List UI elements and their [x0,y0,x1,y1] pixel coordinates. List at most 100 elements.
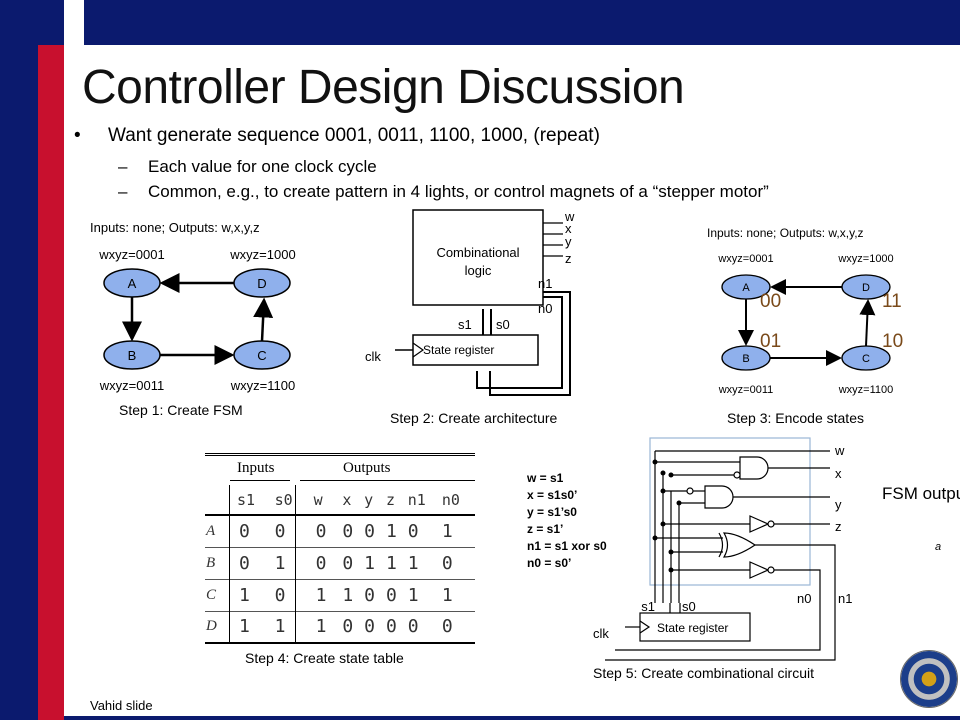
arch-clk-label: clk [365,349,381,364]
left-banner [0,45,38,720]
table-inputs-header: Inputs [237,460,275,476]
circ-out-x: x [835,466,842,481]
step1-caption: Step 1: Create FSM [119,402,243,418]
code-D: 11 [882,291,902,312]
circ-n1-label: n1 [838,591,852,606]
arch-s0-label: s0 [496,317,510,332]
small-mark: a [935,541,942,553]
col-x: x [342,490,352,509]
col-z: z [385,490,395,509]
sub-dash-2: – [118,182,128,201]
step1-io-header: Inputs: none; Outputs: w,x,y,z [90,220,260,235]
arch-n1-label: n1 [538,276,552,291]
output-C: wxyz=1100 [230,378,295,393]
bullet-main: Want generate sequence 0001, 0011, 1100,… [108,125,600,146]
comb-logic-line1: Combinational [436,245,519,260]
comb-logic-panel [649,437,811,586]
equation-y: y = s1’s0 [527,505,577,519]
col-y: y [364,490,374,509]
code-C: 10 [882,331,903,352]
equation-n0: n0 = s0’ [527,556,572,570]
col-s0: s0 [274,490,293,509]
university-seal-logo [900,650,958,708]
col-s1: s1 [237,490,256,509]
step1-fsm-diagram: A D B C wxyz=0001 wxyz=1000 wxyz=0011 wx… [98,247,295,393]
state-register-block [412,334,539,366]
footer-credit: Vahid slide [90,698,153,713]
output-D: wxyz=1000 [229,247,295,262]
step3-caption: Step 3: Encode states [727,410,864,426]
code-B: 01 [760,331,781,352]
row-state-C: C [206,586,217,603]
col-n1: n1 [407,490,426,509]
output-B: wxyz=0011 [99,378,164,393]
circ-s0-label: s0 [682,599,696,614]
step2-caption: Step 2: Create architecture [390,410,558,426]
step4-caption: Step 4: Create state table [245,650,404,666]
logic-equations: w = s1 x = s1s0’ y = s1’s0 z = s1’ n1 = … [527,470,607,572]
state-A-label: A [128,276,137,291]
bottom-rule [64,716,960,720]
equation-n1: n1 = s1 xor s0 [527,539,607,553]
arch-s1-label: s1 [458,317,472,332]
output-A: wxyz=0001 [98,247,164,262]
arch-out-w: w [564,209,575,224]
row-state-A: A [206,522,216,539]
enc-state-A-label: A [742,282,750,294]
n0-feedback-wire [476,296,563,389]
top-banner-right [84,0,960,45]
equation-z: z = s1’ [527,522,564,536]
step5-circuit-diagram: w x y z s1 s0 n0 n1 State register clk [593,437,852,661]
circ-out-y: y [835,497,842,512]
enc-state-D-label: D [862,282,870,294]
enc-state-B-label: B [742,353,749,365]
step2-architecture-diagram: Combinational logic w x y z n1 n0 State … [365,209,575,396]
transition-C-D [253,297,274,342]
enc-state-C-label: C [862,353,870,365]
sub-bullet-1: Each value for one clock cycle [148,157,377,176]
circ-n0-label: n0 [797,591,811,606]
circ-out-z: z [835,519,842,534]
row-state-D: D [206,618,217,635]
table-outputs-header: Outputs [343,460,391,476]
step3-io-header: Inputs: none; Outputs: w,x,y,z [707,226,864,240]
code-A: 00 [760,291,781,312]
enc-output-B: wxyz=0011 [718,384,774,396]
col-w: w [313,490,323,509]
step3-encoded-fsm-diagram: A D B C wxyz=0001 wxyz=1000 wxyz=0011 wx… [717,253,903,396]
enc-output-D: wxyz=1000 [837,253,893,265]
bullet-dot: • [74,125,81,146]
sub-bullet-2: Common, e.g., to create pattern in 4 lig… [148,182,769,201]
arch-out-x: x [565,221,572,236]
table-header-row: s1 s0 w x y z n1 n0 [205,485,475,515]
arch-out-z: z [565,251,572,266]
state-D-label: D [257,276,266,291]
slide-title: Controller Design Discussion [82,61,685,114]
enc-output-A: wxyz=0001 [717,253,773,265]
state-C-label: C [257,348,266,363]
arch-n0-label: n0 [538,301,552,316]
sub-dash-1: – [118,157,128,176]
state-B-label: B [128,348,137,363]
arch-out-y: y [565,234,572,249]
fsm-outputs-label: FSM outpu [882,484,960,503]
circ-out-w: w [834,443,845,458]
step5-caption: Step 5: Create combinational circuit [593,665,814,681]
left-red-stripe [38,45,64,720]
top-banner-left [0,0,64,45]
combinational-logic-block [412,209,544,306]
equation-x: x = s1s0’ [527,488,578,502]
col-n0: n0 [441,490,460,509]
comb-logic-line2: logic [465,263,492,278]
equation-w: w = s1 [527,471,564,485]
circ-s1-label: s1 [641,599,655,614]
row-state-B: B [206,554,216,571]
circ-clk-label: clk [593,626,609,641]
circ-register-label: State register [657,621,728,635]
